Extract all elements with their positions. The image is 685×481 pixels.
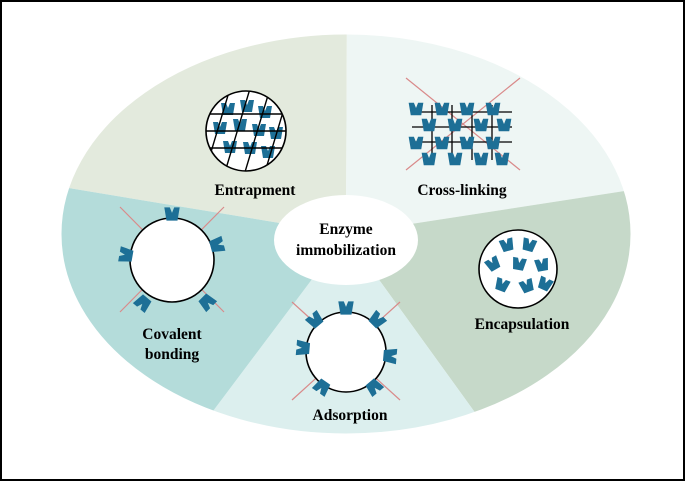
label-covalent-line1: Covalent	[142, 326, 202, 343]
label-entrapment: Entrapment	[215, 182, 297, 199]
label-encapsulation: Encapsulation	[475, 316, 570, 333]
center-title-line2: immobilization	[296, 242, 396, 259]
center-ellipse	[274, 195, 418, 285]
label-covalent-line2: bonding	[145, 346, 200, 363]
adsorption-illustration	[291, 301, 401, 401]
label-adsorption: Adsorption	[313, 407, 388, 424]
label-cross-linking: Cross-linking	[417, 182, 507, 199]
covalent-bonding-illustration	[118, 206, 226, 314]
cross-linking-illustration	[405, 77, 521, 171]
encapsulation-illustration	[478, 229, 558, 309]
outer-oval	[60, 33, 632, 435]
center-title-line1: Enzyme	[319, 221, 373, 238]
